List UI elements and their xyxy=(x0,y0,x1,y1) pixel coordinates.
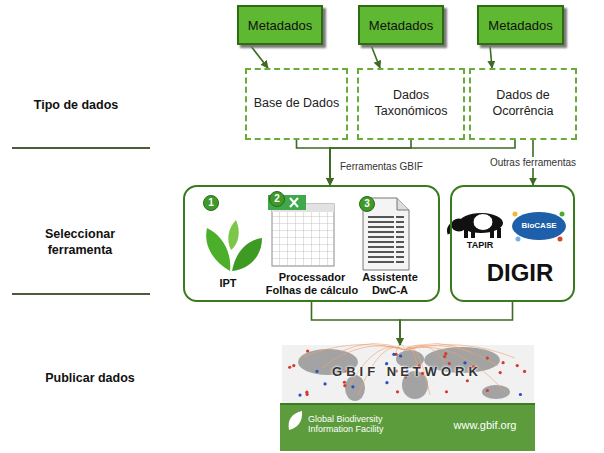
document-icon-part xyxy=(368,214,404,264)
tool-logo-text: DIGIR xyxy=(465,259,575,287)
network-dot xyxy=(343,381,346,384)
metadata-box: Metadados xyxy=(477,5,564,45)
tapir-logo-part xyxy=(473,214,493,231)
world-map-part xyxy=(282,345,534,403)
network-dot xyxy=(523,370,526,373)
network-title: GBIF NETWORK xyxy=(282,365,532,380)
flow-arrow xyxy=(400,302,513,345)
callout-number: 3 xyxy=(359,196,375,212)
box-label: Base de Dados xyxy=(254,96,339,112)
network-dot xyxy=(292,364,295,367)
network-dot xyxy=(351,385,354,388)
gbif-tools-panel: IPTProcessador Folhas de cálculoAssisten… xyxy=(183,185,440,302)
tapir-logo-part xyxy=(464,228,468,238)
tapir-logo-part xyxy=(471,229,475,238)
network-arc xyxy=(395,344,405,356)
data-type-box: Dados de Ocorrência xyxy=(469,68,577,140)
organisation-name: Global Biodiversity Information Facility xyxy=(308,414,408,435)
network-dot xyxy=(516,364,519,367)
gbif-network-box: GBIF NETWORK Global Biodiversity Informat… xyxy=(280,345,535,451)
data-type-box: Base de Dados xyxy=(245,68,348,140)
gbif-banner-part xyxy=(289,411,303,430)
network-dot xyxy=(443,355,446,358)
biocase-logo-part xyxy=(513,212,518,217)
tool-name: IPT xyxy=(193,277,263,290)
network-dot xyxy=(399,354,402,357)
network-dot xyxy=(298,393,301,396)
box-label: Dados de Ocorrência xyxy=(471,88,575,119)
network-dot xyxy=(502,361,505,364)
network-dot xyxy=(499,371,502,374)
metadata-box: Metadados xyxy=(358,5,444,45)
spreadsheet-icon-part xyxy=(290,198,298,207)
network-dot xyxy=(288,366,291,369)
network-arc xyxy=(340,343,405,352)
box-label: Dados Taxonómicos xyxy=(359,88,463,119)
network-dot xyxy=(323,382,326,385)
tapir-logo-part xyxy=(497,228,501,238)
network-dot xyxy=(519,393,522,396)
network-dot xyxy=(444,352,447,355)
network-dot xyxy=(343,384,346,387)
metadata-box: Metadados xyxy=(237,5,323,45)
biocase-logo-part xyxy=(558,237,563,242)
box-label: Metadados xyxy=(248,18,312,33)
network-dot xyxy=(396,390,399,393)
tool-logo-text: TAPIR xyxy=(455,240,505,250)
network-dot xyxy=(306,349,309,352)
ipt-icon-part xyxy=(206,228,230,271)
tapir-logo-part xyxy=(490,229,494,238)
network-dot xyxy=(466,379,469,382)
network-dot xyxy=(306,393,309,396)
biocase-logo xyxy=(512,212,566,242)
flow-arrow xyxy=(490,45,492,68)
box-label: Metadados xyxy=(369,18,433,33)
spreadsheet-icon-part xyxy=(272,212,334,266)
ipt-icon xyxy=(206,220,262,271)
world-map-part xyxy=(482,385,510,399)
network-dot xyxy=(315,370,318,373)
row-separator-part xyxy=(12,147,150,149)
ipt-icon-part xyxy=(228,220,238,250)
edge-label: Ferramentas GBIF xyxy=(338,161,425,172)
flow-arrow xyxy=(312,302,401,345)
tapir-logo xyxy=(448,213,503,238)
document-icon-part xyxy=(397,198,409,210)
world-map xyxy=(282,343,534,403)
row-separator-part xyxy=(12,293,150,295)
network-dot xyxy=(486,389,489,392)
flow-arrow xyxy=(250,45,268,68)
biocase-logo-part xyxy=(516,237,521,242)
row-separator xyxy=(12,148,150,294)
world-map-part xyxy=(345,375,365,401)
callout-number: 2 xyxy=(269,191,285,207)
network-dot xyxy=(385,381,388,384)
network-dot xyxy=(445,390,448,393)
data-type-box: Dados Taxonómicos xyxy=(357,68,465,140)
gbif-banner xyxy=(280,403,535,451)
row-heading: Tipo de dados xyxy=(11,97,141,113)
tool-name: Processador Folhas de cálculo xyxy=(260,271,364,296)
tool-name: Assistente DwC-A xyxy=(355,271,425,296)
spreadsheet-icon-part xyxy=(272,204,334,266)
flow-arrow xyxy=(297,140,331,185)
website-url: www.gbif.org xyxy=(435,419,535,432)
network-dot xyxy=(392,353,395,356)
row-heading: Seleccionar ferramenta xyxy=(25,226,135,259)
gbif-banner-part xyxy=(280,403,535,405)
tool-logo-text: BioCASE xyxy=(514,221,564,230)
gbif-banner-part xyxy=(280,403,535,451)
other-tools-panel: TAPIR BioCASE DIGIR xyxy=(450,185,575,302)
box-label: Metadados xyxy=(488,18,552,33)
network-dot xyxy=(486,356,489,359)
network-arc xyxy=(405,345,515,358)
biocase-logo-part xyxy=(560,212,565,217)
flow-arrow xyxy=(371,45,380,68)
row-heading: Publicar dados xyxy=(25,370,155,386)
callout-number: 1 xyxy=(203,195,219,211)
biocase-logo-part xyxy=(512,212,566,240)
edge-label: Outras ferramentas xyxy=(488,157,578,168)
